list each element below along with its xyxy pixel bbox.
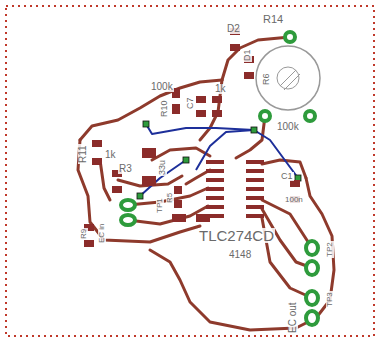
via	[251, 127, 257, 133]
smd-pad	[246, 178, 264, 182]
smd-pad	[142, 176, 156, 186]
silkscreen-label: TP3	[326, 291, 334, 308]
bottom-trace	[146, 124, 298, 178]
silkscreen-label: D1	[243, 48, 252, 62]
smd-pad	[230, 44, 240, 51]
through-hole-pad	[306, 261, 318, 275]
smd-pad	[246, 187, 264, 191]
copper-trace	[150, 178, 334, 330]
silkscreen-label: C7	[186, 96, 195, 110]
silkscreen-label: R9	[80, 228, 88, 240]
smd-pad	[246, 205, 264, 209]
smd-pad	[244, 72, 254, 79]
through-hole-pad	[306, 241, 318, 255]
copper-trace	[128, 188, 208, 205]
through-hole-pad	[305, 111, 315, 121]
silkscreen-label: 33u	[158, 159, 167, 176]
copper-trace	[236, 116, 265, 158]
smd-pad	[196, 110, 206, 117]
potentiometer-symbol	[280, 70, 296, 86]
smd-pad	[206, 169, 224, 173]
silkscreen-label: R5	[166, 192, 174, 204]
copper-trace	[78, 37, 334, 330]
silkscreen-label: R6	[262, 72, 271, 86]
potentiometer-symbol	[256, 46, 320, 110]
through-hole-pad	[306, 311, 318, 325]
through-hole-pad	[121, 215, 135, 225]
smd-pad	[206, 178, 224, 182]
silkscreen-label: 100k	[276, 122, 300, 132]
silkscreen-label: EC out	[288, 301, 298, 334]
silkscreen-label: D2	[226, 24, 241, 34]
silkscreen-label: C1	[280, 172, 294, 181]
potentiometer-symbol	[277, 67, 299, 89]
smd-pad	[206, 205, 224, 209]
through-hole-pad	[306, 291, 318, 305]
potentiometer-symbol	[284, 74, 300, 90]
part-name: TLC274CD	[198, 228, 275, 243]
smd-pad	[206, 187, 224, 191]
board-outline	[6, 6, 374, 336]
silkscreen-label: R11	[78, 144, 88, 164]
silkscreen-label: R10	[160, 99, 169, 118]
smd-pad	[84, 240, 94, 247]
smd-pad	[246, 214, 264, 218]
silkscreen-label: EC in	[98, 222, 106, 244]
smd-pad	[196, 96, 206, 103]
smd-pad	[174, 200, 182, 208]
silkscreen-label: R14	[262, 14, 284, 25]
via	[143, 121, 149, 127]
through-hole-pad	[121, 32, 318, 325]
smd-pad	[206, 196, 224, 200]
smd-pad	[246, 160, 264, 164]
smd-pad	[172, 214, 186, 222]
copper-trace	[78, 140, 200, 242]
via	[137, 121, 301, 199]
through-hole-pad	[285, 32, 295, 42]
silkscreen-label: 1k	[214, 84, 227, 94]
through-hole-pad	[260, 111, 270, 121]
smd-pad	[142, 148, 156, 158]
silkscreen-label: 100k	[150, 82, 174, 92]
smd-pad	[246, 169, 264, 173]
silkscreen-label: 4148	[228, 250, 252, 260]
silkscreen-label: 1k	[104, 150, 117, 160]
copper-trace	[100, 160, 110, 200]
smd-pad	[212, 110, 222, 117]
through-hole-pad	[121, 200, 135, 210]
via	[183, 157, 189, 163]
silkscreen-label: TP2	[326, 241, 334, 258]
potentiometer-symbol	[256, 46, 320, 110]
smd-pad	[206, 160, 224, 164]
via	[137, 193, 143, 199]
smd-pad	[172, 104, 180, 114]
smd-pad	[212, 96, 222, 103]
smd-pad	[206, 214, 224, 218]
bottom-trace	[140, 124, 298, 196]
silkscreen-label: 100n	[284, 196, 304, 204]
smd-pad	[174, 186, 182, 194]
silkscreen-label: R3	[118, 164, 133, 174]
smd-pad	[290, 180, 300, 187]
copper-trace	[118, 176, 182, 186]
smd-pad	[92, 140, 102, 147]
smd-pad	[92, 158, 102, 165]
smd-pad	[112, 186, 122, 193]
smd-pad	[246, 196, 264, 200]
silkscreen-label: TP1	[156, 197, 164, 214]
bottom-trace	[196, 130, 254, 170]
